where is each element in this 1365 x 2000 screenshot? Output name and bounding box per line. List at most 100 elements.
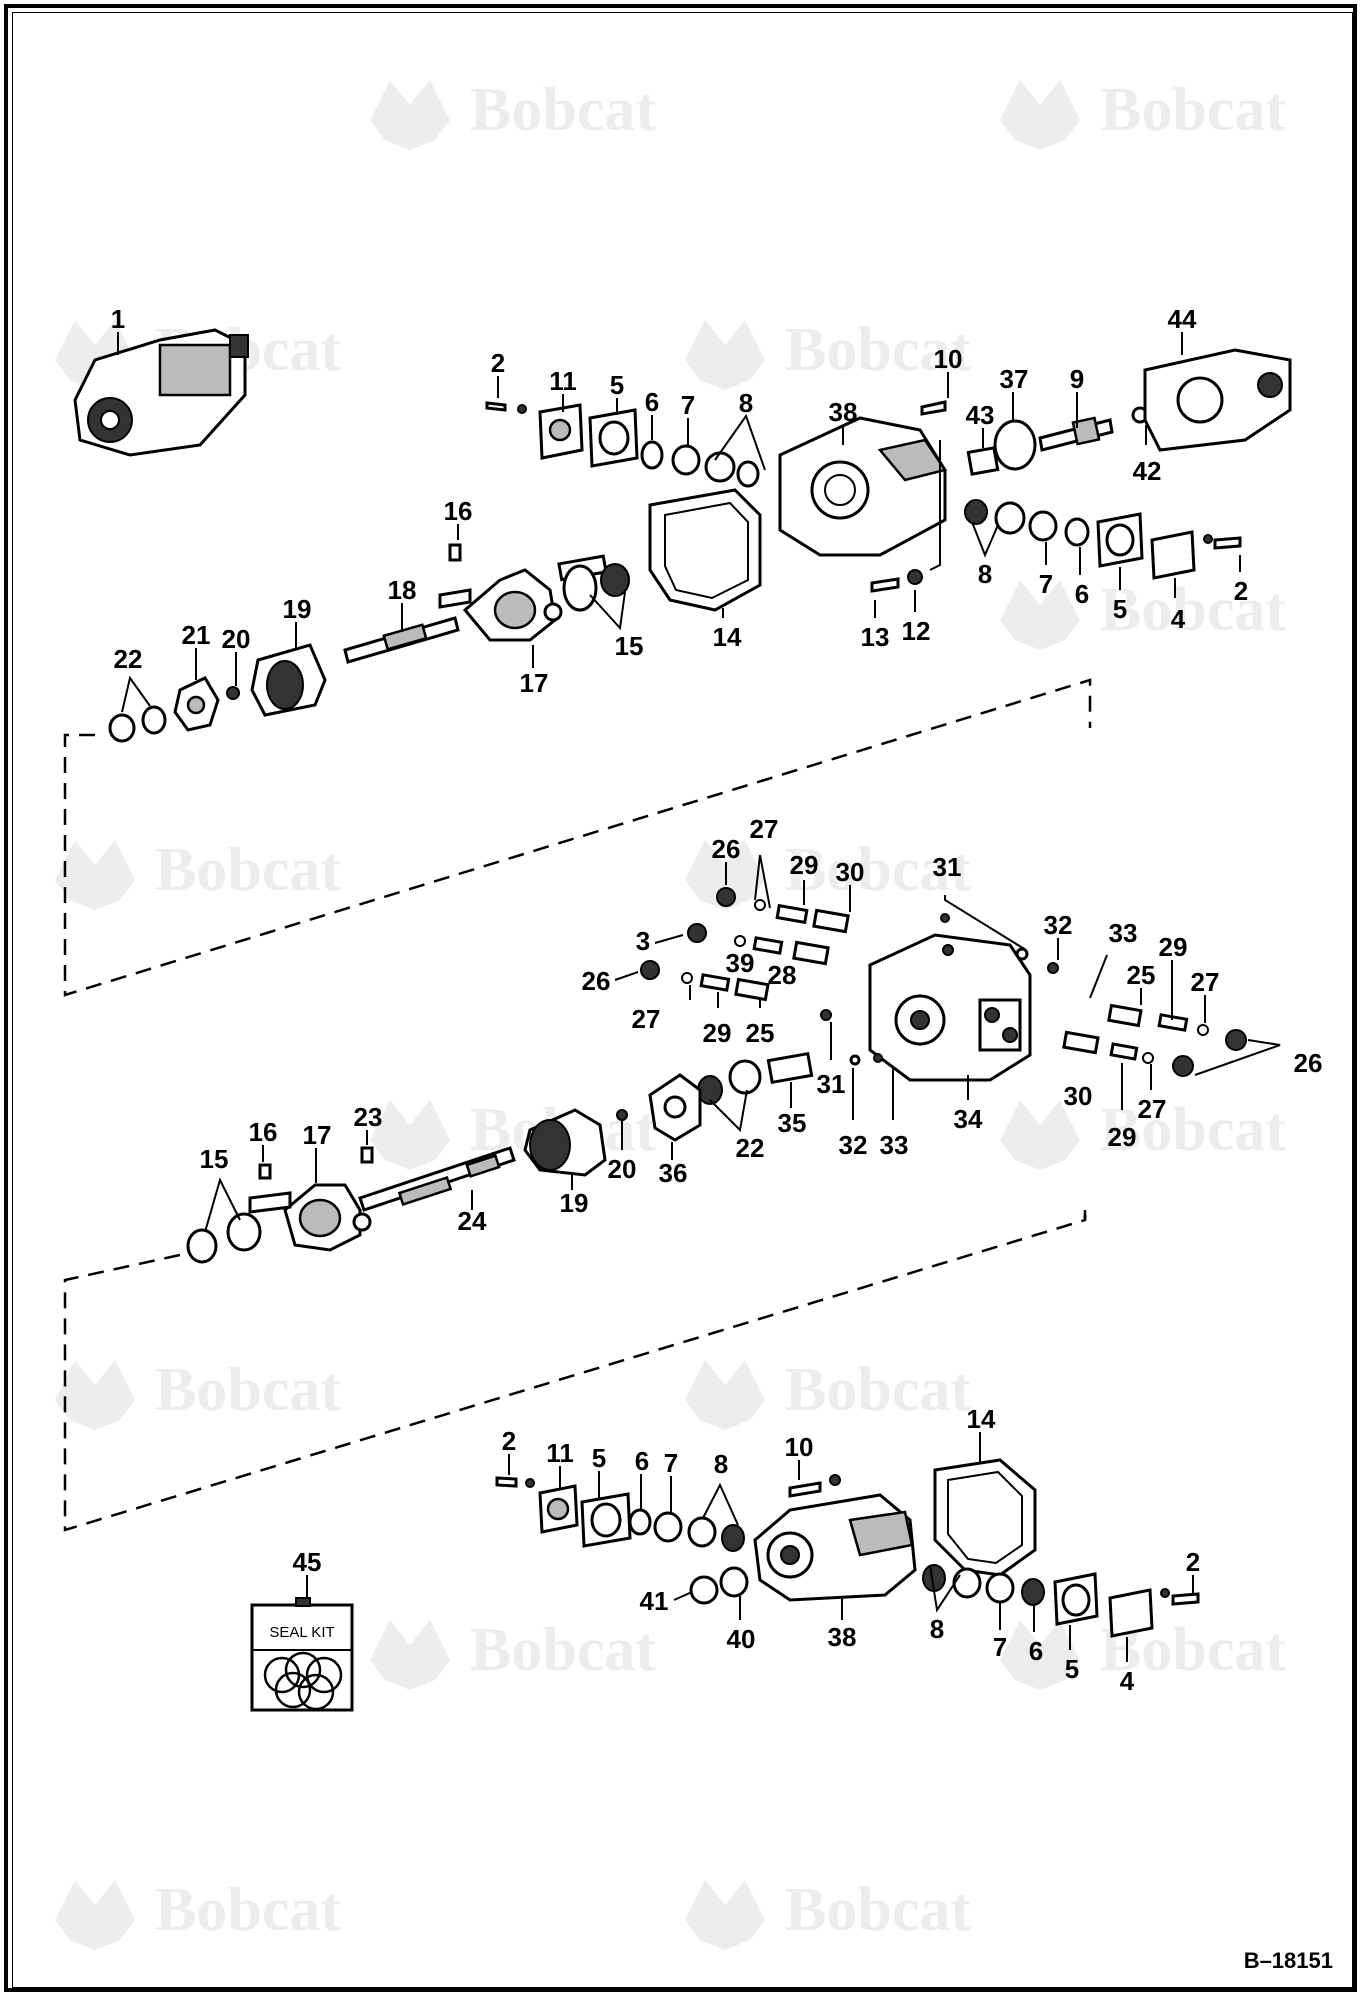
callout-38: 38 bbox=[828, 1622, 857, 1652]
gasket-14b bbox=[933, 1458, 1037, 1577]
callout-8: 8 bbox=[978, 559, 992, 589]
callout-14: 14 bbox=[713, 622, 742, 652]
callout-4: 4 bbox=[1171, 604, 1186, 634]
callout-5: 5 bbox=[1065, 1654, 1079, 1684]
gasket-14 bbox=[648, 488, 762, 612]
watermark: Bobcat bbox=[55, 836, 341, 910]
cover-plate-boss bbox=[548, 418, 572, 442]
callout-1: 1 bbox=[111, 304, 125, 334]
plug-26d bbox=[1172, 1055, 1194, 1077]
callout-13: 13 bbox=[861, 622, 890, 652]
spring-29c bbox=[1157, 1013, 1189, 1032]
leader-line bbox=[654, 934, 684, 944]
callout-30: 30 bbox=[836, 857, 865, 887]
callout-6: 6 bbox=[1029, 1636, 1043, 1666]
sleeve-35 bbox=[766, 1051, 814, 1085]
washer-c bbox=[525, 1478, 535, 1488]
front-housing-parts bbox=[495, 1458, 1200, 1638]
callout-20: 20 bbox=[222, 624, 251, 654]
ring-7f bbox=[687, 1516, 717, 1548]
bolt-13 bbox=[870, 577, 900, 593]
o-ring-6 bbox=[640, 440, 664, 470]
leader-line bbox=[944, 895, 1027, 951]
watermark: Bobcat bbox=[685, 1356, 971, 1430]
bearing-8c bbox=[964, 499, 988, 525]
callout-5: 5 bbox=[592, 1443, 606, 1473]
watermark-text: Bobcat bbox=[155, 1356, 341, 1424]
housing-right-side-parts bbox=[108, 488, 1242, 743]
callout-38: 38 bbox=[829, 397, 858, 427]
fitting-10b bbox=[788, 1481, 822, 1498]
charge-pump-port bbox=[1176, 376, 1224, 424]
bearing-22a bbox=[141, 705, 167, 735]
callout-4: 4 bbox=[1120, 1666, 1135, 1696]
callout-8: 8 bbox=[930, 1614, 944, 1644]
pin-23 bbox=[360, 1146, 374, 1164]
seal-ring-icon bbox=[305, 1656, 343, 1694]
callout-35: 35 bbox=[778, 1108, 807, 1138]
swashplate-17-trunnion-left bbox=[438, 588, 472, 609]
callout-27: 27 bbox=[750, 814, 779, 844]
callout-17: 17 bbox=[520, 668, 549, 698]
callout-20: 20 bbox=[608, 1154, 637, 1184]
cover-plate-4b bbox=[1108, 1588, 1154, 1638]
watermark-text: Bobcat bbox=[785, 316, 971, 384]
sleeve-43 bbox=[966, 446, 1000, 476]
bobcat-logo-icon bbox=[55, 1360, 135, 1430]
callout-37: 37 bbox=[1000, 364, 1029, 394]
ring-22b bbox=[108, 713, 136, 743]
bobcat-logo-icon bbox=[1000, 80, 1080, 150]
callout-44: 44 bbox=[1168, 304, 1197, 334]
top-row-parts bbox=[485, 348, 1292, 557]
spring-29b bbox=[699, 973, 731, 992]
valve-25a bbox=[734, 977, 770, 1002]
center-housing-34-bore-inner bbox=[910, 1010, 930, 1030]
leader-line bbox=[971, 521, 999, 558]
watermark: Bobcat bbox=[685, 316, 971, 390]
callout-7: 7 bbox=[681, 390, 695, 420]
pin-20 bbox=[226, 686, 240, 700]
callout-43: 43 bbox=[966, 400, 995, 430]
callout-17: 17 bbox=[303, 1120, 332, 1150]
housing-bore bbox=[810, 460, 870, 520]
leader-line bbox=[1089, 954, 1108, 999]
bobcat-logo-icon bbox=[370, 1620, 450, 1690]
watermark: Bobcat bbox=[370, 76, 656, 150]
callout-23: 23 bbox=[354, 1102, 383, 1132]
callout-11: 11 bbox=[546, 1438, 574, 1468]
valve-plate-36-bore bbox=[663, 1095, 687, 1119]
pin-20b bbox=[616, 1109, 628, 1121]
pump-port bbox=[229, 334, 249, 358]
gasket-5-bore bbox=[598, 420, 630, 456]
leader-line bbox=[1194, 1039, 1281, 1076]
callout-29: 29 bbox=[1108, 1122, 1137, 1152]
document-code: B–18151 bbox=[1243, 1948, 1333, 1973]
outer-frame bbox=[4, 4, 1357, 1992]
pump-drive-bore bbox=[100, 410, 120, 430]
callout-labels: 1 2 11 5 6 7 8 38 10 43 37 9 44 42 8 7 6… bbox=[111, 304, 1323, 1696]
watermark: Bobcat bbox=[1000, 76, 1286, 150]
valve-28 bbox=[792, 940, 830, 966]
pump-body-block bbox=[158, 343, 232, 397]
gasket-5c-bore bbox=[590, 1502, 622, 1538]
callout-29: 29 bbox=[790, 850, 819, 880]
o-ring-27c bbox=[1197, 1024, 1209, 1036]
watermark-text: Bobcat bbox=[785, 1356, 971, 1424]
bearing-40 bbox=[719, 1566, 749, 1598]
bobcat-logo-icon bbox=[370, 1100, 450, 1170]
plug-26b bbox=[640, 960, 660, 980]
seal-kit-box: SEAL KIT bbox=[250, 1597, 354, 1712]
watermark: Bobcat bbox=[370, 1616, 656, 1690]
seal-ring-icon bbox=[274, 1671, 312, 1709]
callout-31: 31 bbox=[817, 1069, 846, 1099]
callout-11: 11 bbox=[549, 366, 577, 396]
callout-21: 21 bbox=[182, 620, 211, 650]
upper-dashed-guide bbox=[63, 678, 1092, 997]
bobcat-logo-icon bbox=[685, 320, 765, 390]
bobcat-logo-icon bbox=[685, 1360, 765, 1430]
ring-7h bbox=[985, 1572, 1015, 1604]
callout-16: 16 bbox=[249, 1117, 278, 1147]
swashplate-17b-trunnion-left bbox=[248, 1191, 292, 1214]
callout-30: 30 bbox=[1064, 1081, 1093, 1111]
